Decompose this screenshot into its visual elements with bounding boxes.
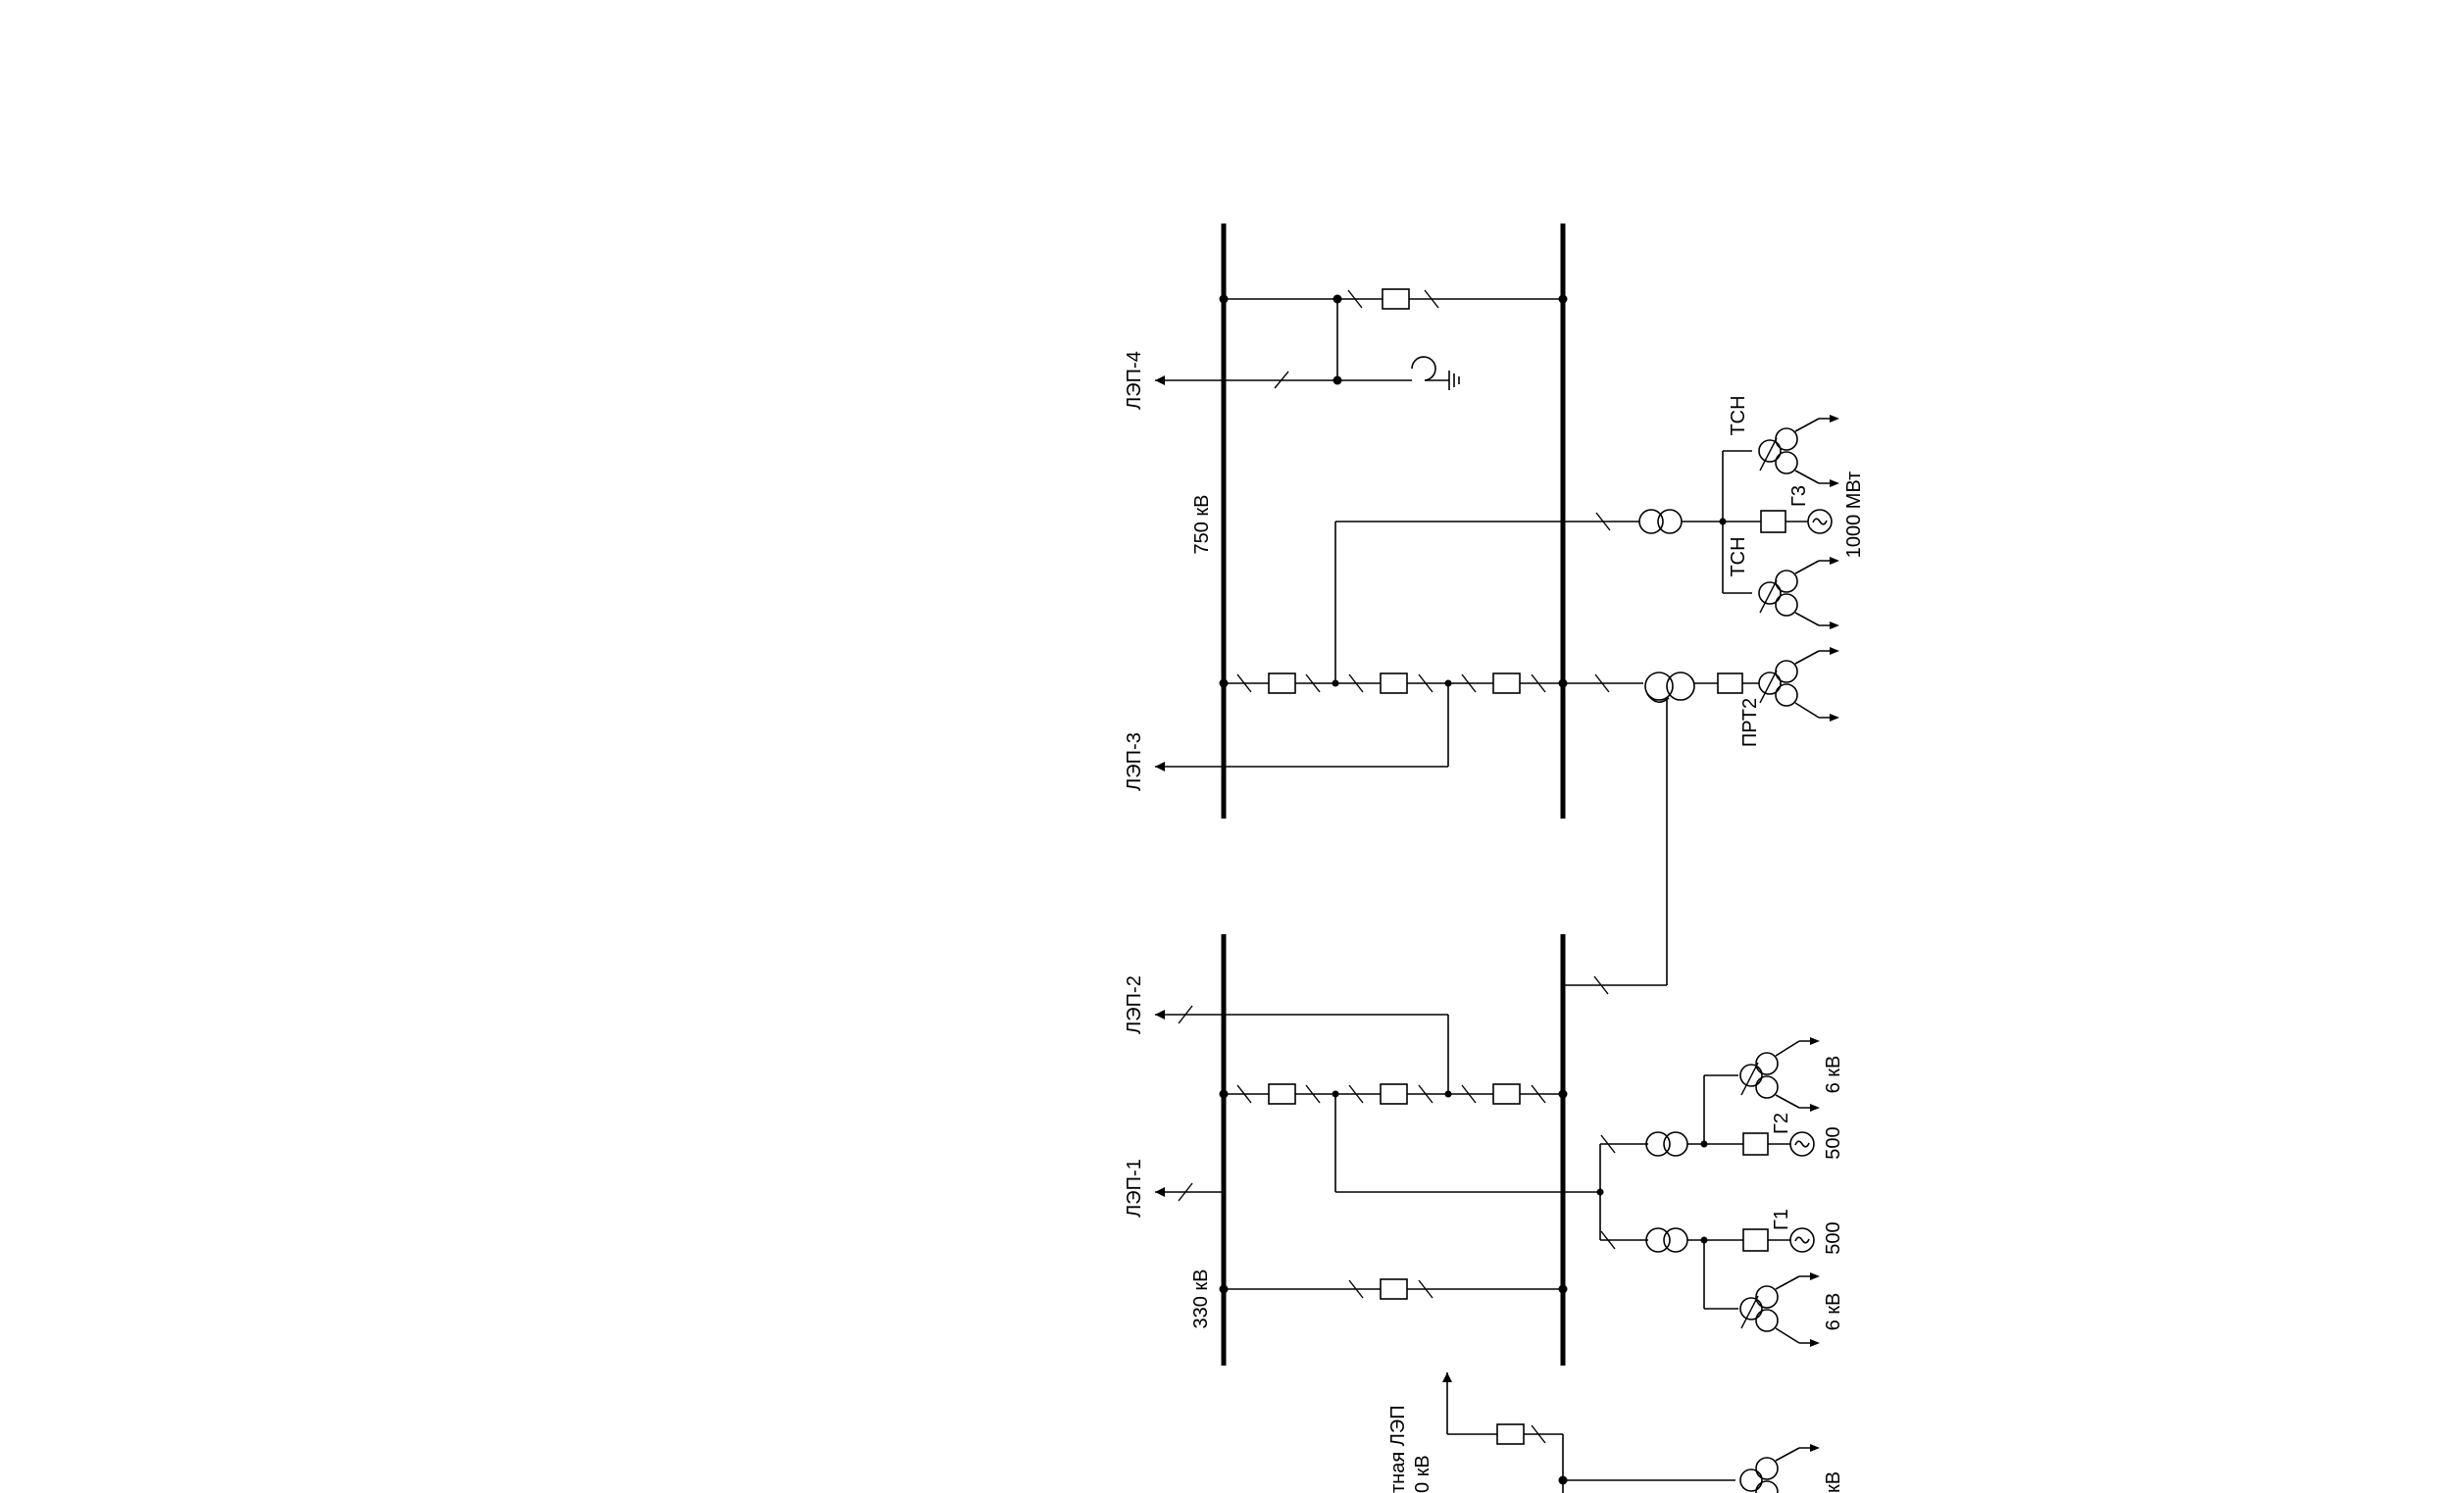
- label-lep1: ЛЭП-1: [1124, 1159, 1145, 1218]
- label-tie-kv: 0 кВ: [1412, 1455, 1433, 1493]
- transformer-icon: [1739, 1064, 1763, 1087]
- disconnector-mark: [1347, 289, 1363, 309]
- circuit-breaker: [1268, 1083, 1296, 1105]
- label-lep2: ЛЭП-2: [1124, 975, 1145, 1034]
- circuit-breaker: [1380, 1083, 1408, 1105]
- switchyard-330kv: [1155, 934, 1820, 1366]
- label-lep4: ЛЭП-4: [1124, 351, 1145, 410]
- generator-icon: [1807, 509, 1833, 534]
- circuit-breaker: [1717, 672, 1743, 694]
- generator-icon: [1789, 1131, 1815, 1157]
- generator-breaker: [1760, 510, 1786, 533]
- label-tsn-mid: ТСН: [1728, 536, 1749, 576]
- switchyard-750kv: [1155, 224, 1839, 995]
- label-500-g2: 500: [1823, 1126, 1844, 1159]
- label-750kv: 750 кВ: [1191, 494, 1213, 554]
- label-6kv-g2: 6 кВ: [1823, 1056, 1844, 1094]
- circuit-breaker: [1492, 672, 1521, 694]
- circuit-breaker: [1382, 288, 1410, 310]
- label-g2: Г2: [1771, 1113, 1792, 1134]
- transformer-icon: [1739, 1468, 1763, 1492]
- label-500-g1: 500: [1823, 1221, 1844, 1254]
- circuit-breaker: [1496, 1423, 1525, 1445]
- label-tie-line: тная ЛЭП: [1387, 1405, 1409, 1493]
- line-lep4-branch: [1155, 299, 1460, 390]
- label-prt2: ПРТ2: [1739, 698, 1761, 747]
- labels: ЛЭП-4 ЛЭП-3 ЛЭП-2 ЛЭП-1 750 кВ 330 кВ ТС…: [1124, 351, 1865, 1493]
- unit-g2: [1600, 1037, 1820, 1157]
- transformer-icon: [1758, 581, 1782, 605]
- disconnector-mark: [1274, 371, 1289, 389]
- generator-breaker: [1742, 1228, 1769, 1252]
- label-1000mw: 1000 МВт: [1843, 472, 1865, 559]
- aux-transformer-top: [1758, 415, 1839, 487]
- transformer-icon: [1739, 1297, 1763, 1320]
- transformer-icon: [1645, 1131, 1671, 1157]
- circuit-breaker: [1380, 1278, 1408, 1300]
- diameter-330kv: [1219, 1083, 1604, 1240]
- label-tsn-top: ТСН: [1728, 395, 1749, 435]
- label-kv-bottom: кВ: [1823, 1471, 1844, 1493]
- transformer-icon: [1645, 1227, 1671, 1253]
- label-330kv: 330 кВ: [1190, 1269, 1212, 1328]
- bus-tie-750kv: [1219, 288, 1568, 310]
- label-g1: Г1: [1771, 1209, 1792, 1230]
- line-lep1-branch: [1155, 1182, 1224, 1202]
- label-lep3: ЛЭП-3: [1124, 732, 1145, 791]
- circuit-breaker: [1492, 1083, 1521, 1105]
- label-g3: Г3: [1788, 485, 1810, 507]
- tie-line-branch: [1442, 1372, 1820, 1493]
- generator-breaker: [1742, 1132, 1769, 1156]
- line-lep2-branch: [1155, 1005, 1449, 1094]
- aux-transformer-mid: [1758, 557, 1839, 629]
- disconnector-mark: [1424, 289, 1439, 309]
- autotransformer-icon: [1644, 672, 1674, 701]
- shunt-reactor-icon: [1411, 356, 1436, 381]
- generator-icon: [1789, 1227, 1815, 1253]
- transformer-icon: [1638, 509, 1664, 534]
- circuit-breaker: [1380, 672, 1408, 694]
- unit-g3: [1595, 450, 1833, 594]
- transformer-icon: [1758, 672, 1782, 695]
- bus-tie-330kv: [1219, 1278, 1568, 1300]
- label-6kv-g1: 6 кВ: [1823, 1293, 1844, 1331]
- unit-g1: [1600, 1227, 1820, 1347]
- circuit-breaker: [1268, 672, 1296, 694]
- autotransformer-branch: [1563, 647, 1839, 995]
- diameter-750kv: [1155, 521, 1639, 771]
- transformer-icon: [1758, 439, 1782, 463]
